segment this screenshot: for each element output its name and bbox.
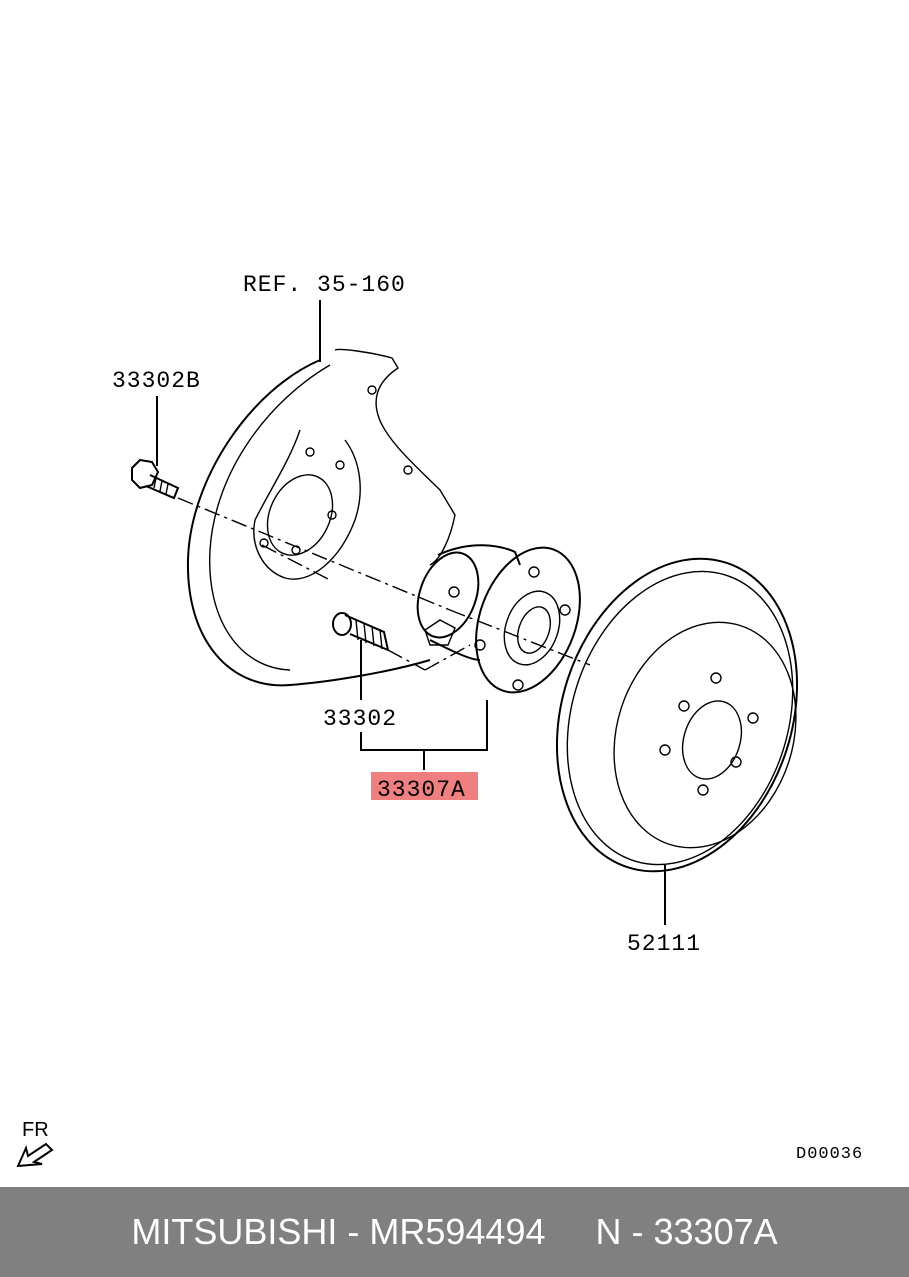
dust-shield	[186, 348, 456, 687]
assembly-lines	[177, 497, 591, 671]
label-ref: REF. 35-160	[243, 272, 406, 298]
label-bolt: 33302B	[112, 368, 201, 394]
label-hub: 33307A	[377, 777, 466, 803]
brake-disc	[555, 557, 799, 873]
highlight-box	[371, 772, 478, 800]
label-stud: 33302	[323, 706, 397, 732]
hub-assembly	[416, 544, 581, 694]
label-direction: FR	[22, 1119, 49, 1141]
direction-arrow-icon	[16, 1142, 54, 1168]
label-disc: 52111	[627, 931, 701, 957]
flange-bolt	[131, 458, 180, 500]
parts-diagram: REF. 35-160 33302B 33302 33307A 52111 FR…	[16, 272, 863, 1168]
diagram-code: D00036	[796, 1145, 863, 1164]
hub-stud	[332, 612, 390, 652]
leader-lines	[156, 300, 666, 925]
footer-text: MITSUBISHI - MR594494 N - 33307A	[131, 1211, 778, 1252]
footer-bar: MITSUBISHI - MR594494 N - 33307A	[0, 1187, 909, 1277]
